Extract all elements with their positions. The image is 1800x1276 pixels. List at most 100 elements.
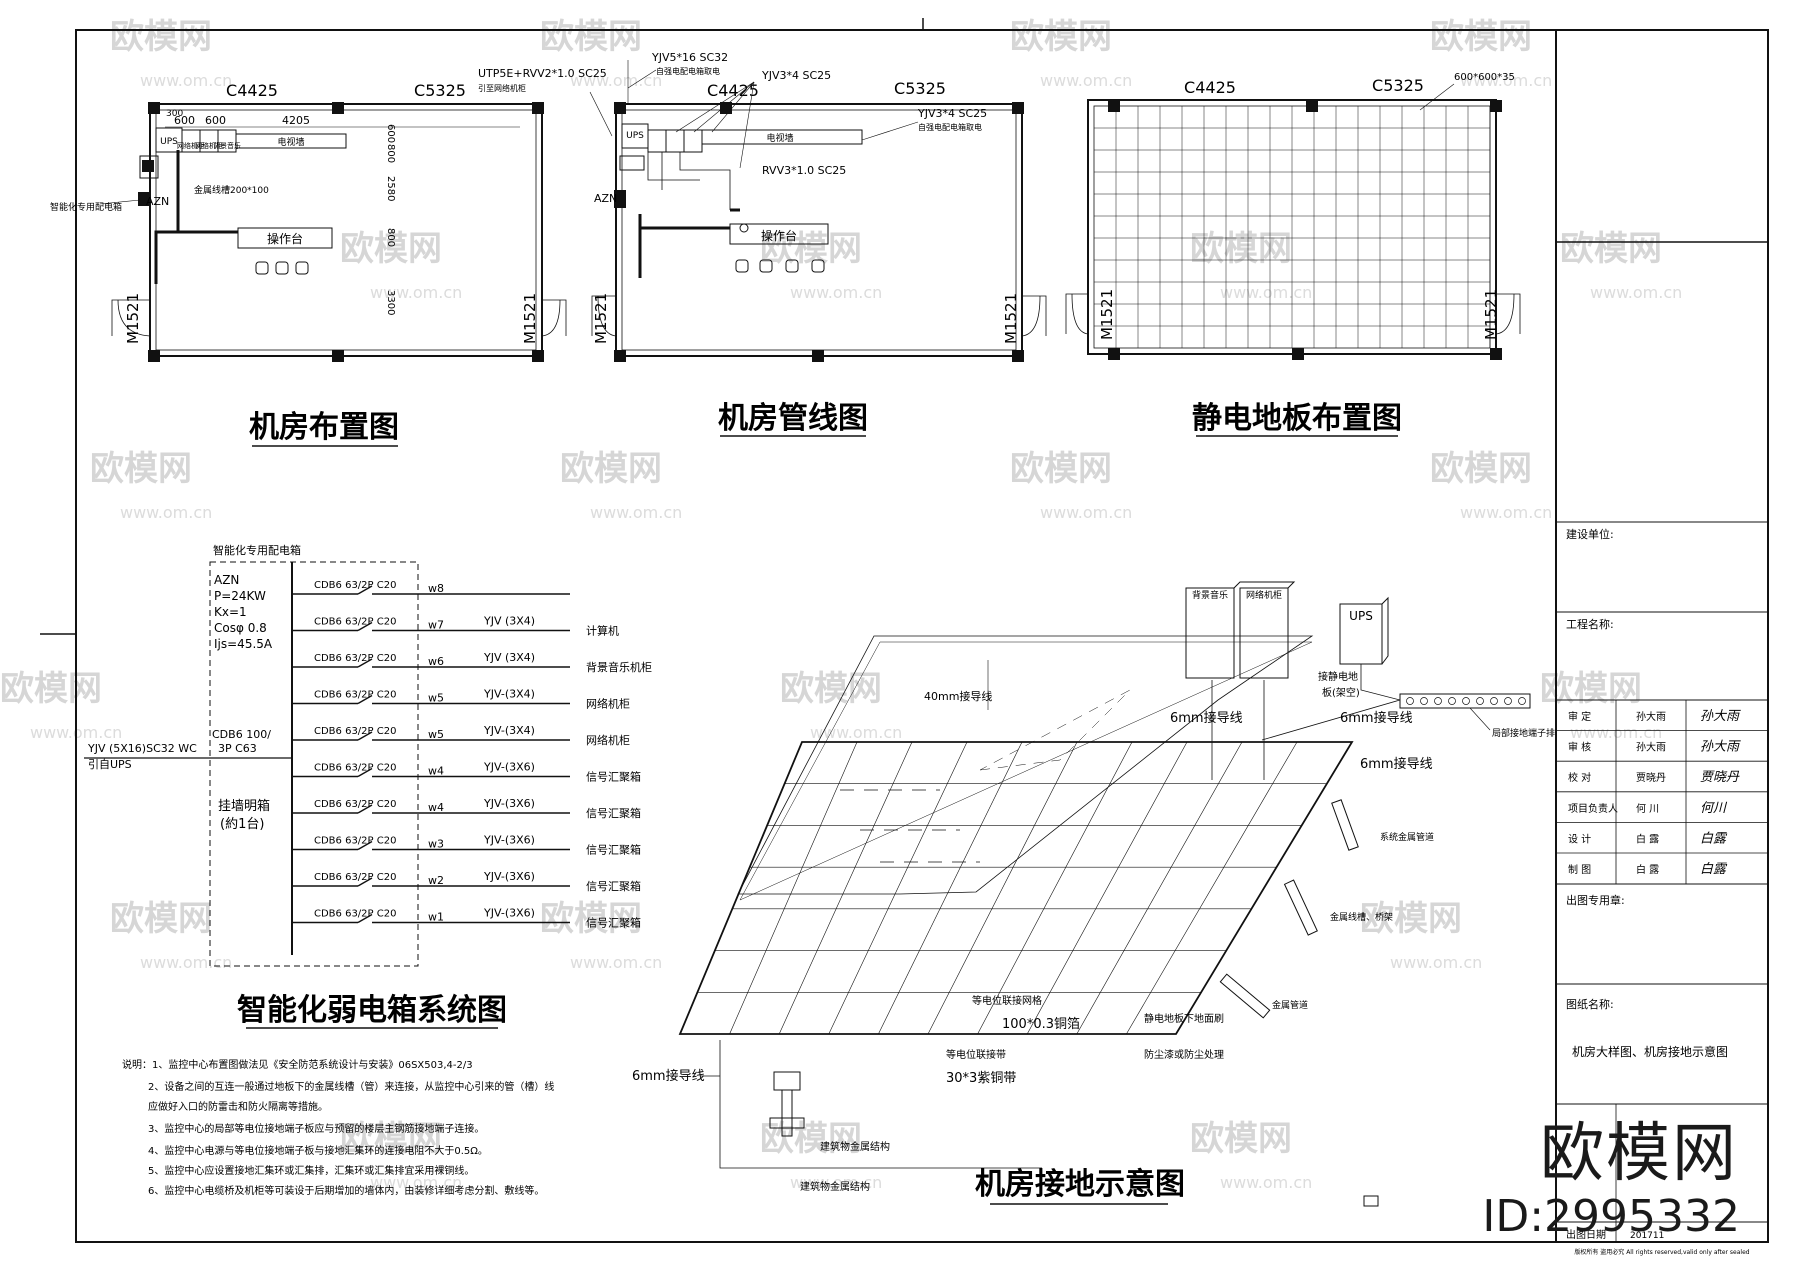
watermark-url: www.om.cn	[1220, 283, 1312, 302]
cable-label: YJV-(3X6)	[483, 797, 535, 810]
watermark-url: www.om.cn	[140, 71, 232, 90]
ground-note: 100*0.3铜箔	[1002, 1016, 1080, 1032]
param: AZN	[214, 573, 239, 587]
project-label: 工程名称:	[1566, 617, 1614, 631]
note-line: 5、监控中心应设置接地汇集环或汇集排，汇集环或汇集排宜采用裸铜线。	[148, 1164, 474, 1177]
mount-type: (約1台)	[220, 817, 264, 832]
watermark-text: 欧模网	[1190, 229, 1292, 269]
busbar-hole	[1448, 697, 1456, 705]
breaker-contact	[357, 840, 373, 851]
watermark-text: 欧模网	[1560, 229, 1662, 269]
watermark-text: 欧模网	[760, 229, 862, 269]
role-label: 项目负责人	[1568, 802, 1618, 815]
cable-label: YJV-(3X6)	[483, 761, 535, 774]
note-line: 说明：1、监控中心布置图做法见《安全防范系统设计与安装》06SX503,4-2/…	[122, 1058, 473, 1071]
cable-label: YJV-(3X6)	[483, 907, 535, 920]
watermark-url: www.om.cn	[140, 953, 232, 972]
signature: 孙大雨	[1700, 740, 1741, 755]
grounding-title: 机房接地示意图	[975, 1167, 1185, 1202]
watermark-text: 欧模网	[1010, 449, 1112, 489]
breaker-label: CDB6 63/2P C20	[314, 909, 396, 920]
watermark-url: www.om.cn	[590, 503, 682, 522]
watermark-url: www.om.cn	[1040, 503, 1132, 522]
watermark-layer: 欧模网 www.om.cn 欧模网 www.om.cn 欧模网 www.om.cn 欧模网 w…	[0, 17, 1682, 1192]
param: Cosφ 0.8	[214, 621, 267, 635]
door-label-right: M1521	[1482, 289, 1500, 340]
box-label: 智能化专用配电箱	[213, 543, 301, 557]
circuit-id: w6	[428, 655, 444, 668]
cable-label: YJV3*4 SC25	[761, 69, 831, 82]
watermark-url: www.om.cn	[1460, 71, 1552, 90]
window-label-left: C4425	[707, 81, 759, 100]
cable-label: YJV-(3X4)	[483, 688, 535, 701]
ground-note: 静电地板下地面刷	[1144, 1012, 1224, 1025]
busbar-hole	[1420, 697, 1428, 705]
cable-label: YJV5*16 SC32	[651, 51, 728, 64]
dim: 600	[385, 124, 396, 143]
window-label-left: C4425	[1184, 78, 1236, 97]
date-value: 201711	[1630, 1231, 1664, 1241]
watermark-text: 欧模网	[540, 17, 642, 57]
ups-label: UPS	[160, 137, 178, 147]
watermark-text: 欧模网	[90, 449, 192, 489]
person-name: 孙大雨	[1636, 741, 1666, 754]
cable-label: YJV-(3X4)	[483, 724, 535, 737]
cable-label: UTP5E+RVV2*1.0 SC25	[478, 67, 607, 80]
title-block: 建设单位: 工程名称: 审 定孙大雨孙大雨审 核孙大雨孙大雨校 对贾晓丹贾晓丹项…	[1556, 241, 1768, 1256]
watermark-text: 欧模网	[780, 669, 882, 709]
watermark-url: www.om.cn	[790, 283, 882, 302]
ups-label: UPS	[1349, 609, 1373, 623]
load-label: 背景音乐机柜	[586, 660, 652, 674]
grid-line	[878, 741, 1023, 1035]
busbar-hole	[1490, 697, 1498, 705]
breaker-contact	[357, 804, 373, 814]
note-line: 4、监控中心电源与等电位接地端子板与接地汇集环的连接电阻不大于0.5Ω。	[148, 1144, 488, 1157]
role-label: 设 计	[1568, 832, 1591, 845]
design-notes: 说明：1、监控中心布置图做法见《安全防范系统设计与安装》06SX503,4-2/…	[122, 1058, 554, 1197]
breaker-label: CDB6 63/2P C20	[314, 653, 396, 664]
watermark-url: www.om.cn	[790, 1173, 882, 1192]
breaker-contact	[357, 877, 373, 887]
person-name: 孙大雨	[1636, 710, 1666, 723]
load-label: 信号汇聚箱	[586, 806, 641, 820]
watermark-url: www.om.cn	[370, 1173, 462, 1192]
pipe-label: 系统金属管道	[1380, 831, 1434, 843]
note-line: 应做好入口的防雷击和防火隔离等措施。	[148, 1100, 328, 1113]
signature: 白露	[1700, 862, 1728, 877]
param: Kx=1	[214, 605, 247, 619]
watermark-url: www.om.cn	[1590, 283, 1682, 302]
load-label: 计算机	[586, 624, 619, 638]
circuit-id: w4	[428, 765, 444, 778]
watermark-url: www.om.cn	[810, 723, 902, 742]
person-name: 何 川	[1636, 802, 1659, 815]
plan-title: 机房管线图	[718, 401, 868, 436]
grid-line	[1026, 741, 1188, 1035]
circuit-id: w1	[428, 911, 444, 924]
cabinet-label: 背景音乐	[1192, 589, 1228, 601]
grid-line	[977, 741, 1133, 1035]
person-name: 白 露	[1636, 832, 1659, 845]
role-label: 校 对	[1568, 771, 1591, 784]
console-label: 操作台	[267, 231, 303, 246]
grounding-isometric: 背景音乐 网络机柜 UPS 接静电地 板(架空) 局部接地端子排 6mm接导线 …	[632, 581, 1555, 1207]
wire-label: 6mm接导线	[632, 1068, 705, 1084]
watermark-text: 欧模网	[560, 449, 662, 489]
role-label: 审 核	[1568, 741, 1591, 754]
grid-line	[828, 741, 968, 1035]
breaker-label: CDB6 63/2P C20	[314, 763, 396, 774]
role-label: 制 图	[1568, 863, 1591, 876]
note-line: 2、设备之间的互连一般通过地板下的金属线槽（管）来连接，从监控中心引来的管（槽）…	[148, 1080, 554, 1093]
door-label-left: M1521	[1098, 289, 1116, 340]
door-label-left: M1521	[124, 293, 142, 344]
param: Ijs=45.5A	[214, 637, 273, 651]
incoming-source: 引自UPS	[88, 757, 132, 771]
circuit-id: w2	[428, 874, 444, 887]
cabinet-label: 网络机柜	[177, 141, 205, 150]
watermark-text: 欧模网	[1010, 17, 1112, 57]
plan-antistatic-floor: C4425 C5325 600*600*35 M1521 M1521 静电地板布…	[1065, 72, 1521, 437]
watermark-url: www.om.cn	[370, 283, 462, 302]
person-name: 贾晓丹	[1636, 772, 1666, 784]
watermark-text: 欧模网	[340, 229, 442, 269]
client-label: 建设单位:	[1566, 527, 1614, 541]
pipe-label: 金属线槽、桥架	[1330, 911, 1393, 923]
